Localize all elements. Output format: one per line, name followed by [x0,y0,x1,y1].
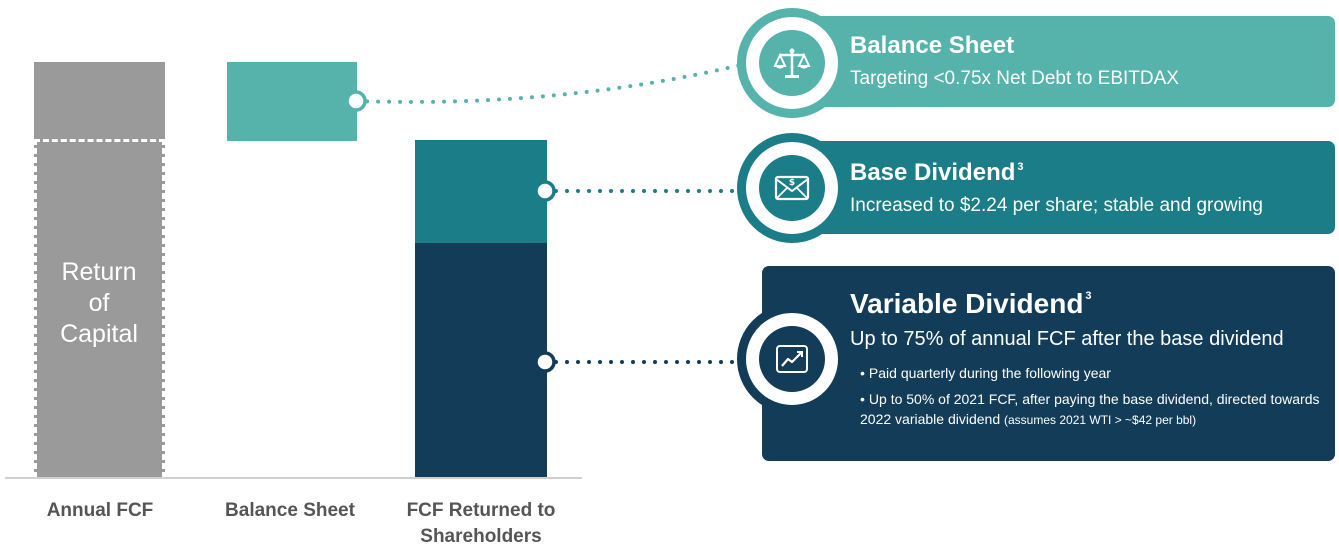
line-chart-icon [776,345,808,373]
bullet-marker: • [860,391,865,407]
scales-icon [773,48,811,78]
bar-annual-fcf-balance-sheet-portion [34,62,165,139]
bar-annual-fcf-return-of-capital [34,139,165,478]
x-label-fcf-returned: FCF Returned to Shareholders [406,500,556,547]
return-of-capital-label: Return of Capital [60,258,138,348]
ring-variable-dividend [737,304,847,414]
marker-balance-sheet [345,90,367,112]
bullet-text: Paid quarterly during the following year [868,365,1111,381]
svg-text:$: $ [789,178,795,188]
x-axis-line [5,477,582,479]
callout-balance-sheet: Balance Sheet Targeting <0.75x Net Debt … [772,16,1335,107]
footnote-marker: 3 [1085,290,1092,302]
connector-balance-sheet [354,62,747,104]
variable-dividend-bullets: •Paid quarterly during the following yea… [860,363,1320,436]
callout-balance-sheet-title: Balance Sheet [850,32,1015,59]
bullet-item: •Paid quarterly during the following yea… [860,363,1320,383]
bullet-marker: • [860,365,865,381]
bar-balance-sheet [227,62,357,141]
bar-base-dividend [415,140,547,243]
callout-balance-sheet-subtitle: Targeting <0.75x Net Debt to EBITDAX [850,68,1179,89]
ring-balance-sheet [737,8,847,118]
callout-base-dividend-subtitle: Increased to $2.24 per share; stable and… [850,195,1263,216]
footnote-marker: 3 [1017,161,1024,173]
bullet-item: •Up to 50% of 2021 FCF, after paying the… [860,389,1320,430]
bar-variable-dividend [415,243,547,478]
bullet-text: Up to 50% of 2021 FCF, after paying the … [860,391,1320,427]
x-label-balance-sheet: Balance Sheet [225,500,355,521]
callout-variable-dividend-title-text: Variable Dividend [850,288,1084,319]
dollar-envelope-icon: $ [774,175,810,201]
ring-base-dividend: $ [737,133,847,243]
bullet-note: (assumes 2021 WTI > ~$42 per bbl) [1004,413,1197,427]
callout-base-dividend-title-text: Base Dividend [850,159,1016,186]
callout-variable-dividend-subtitle: Up to 75% of annual FCF after the base d… [850,328,1284,350]
marker-variable-dividend [534,351,556,373]
x-label-annual-fcf: Annual FCF [46,500,154,521]
marker-base-dividend [534,180,556,202]
